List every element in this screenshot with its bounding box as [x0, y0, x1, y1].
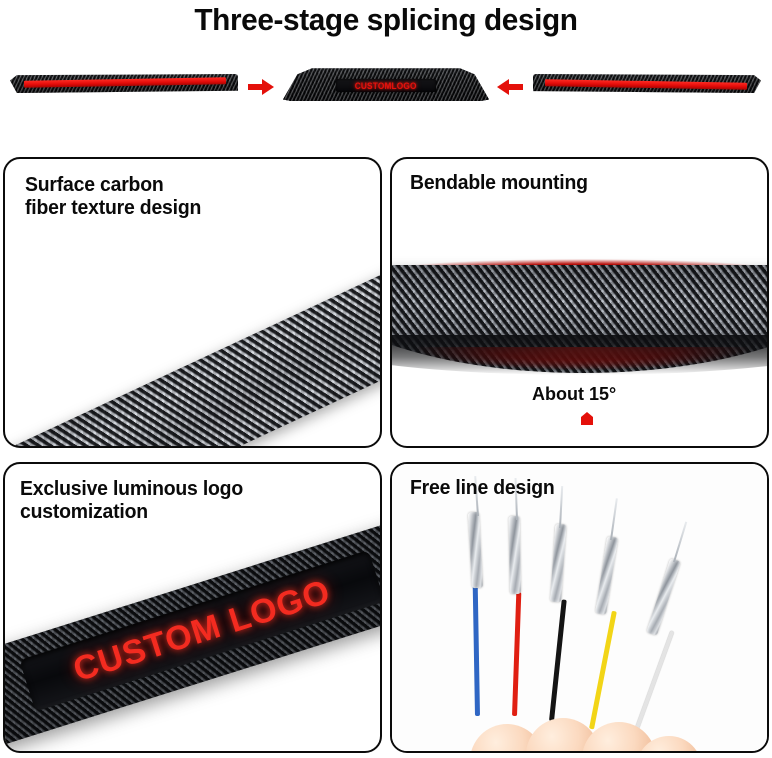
- bent-bar-image: [392, 159, 767, 446]
- wires-image: [392, 464, 767, 751]
- logo-display-window: CUSTOM LOGO: [19, 550, 380, 712]
- wire-yellow-pin: [610, 498, 618, 541]
- panel-free-line-design: Free line design: [390, 462, 769, 753]
- wire-white-pin: [673, 521, 688, 563]
- finger: [636, 736, 702, 751]
- center-module-body: [283, 68, 489, 101]
- wire-black-terminal: [550, 523, 567, 603]
- page-title: Three-stage splicing design: [194, 2, 578, 37]
- wire-red-terminal: [508, 515, 521, 595]
- custom-logo-text: CUSTOM LOGO: [68, 572, 335, 689]
- wire-red-pin: [514, 477, 518, 521]
- left-arrow-icon: [497, 79, 523, 95]
- wire-black-pin: [559, 486, 564, 529]
- splice-diagram: CUSTOMLOGO: [0, 58, 772, 114]
- bend-angle-callout: About 15°: [532, 384, 617, 404]
- right-arrow-icon: [248, 79, 274, 95]
- splice-left-strip: [10, 74, 238, 93]
- wire-blue-terminal: [468, 511, 483, 589]
- center-logo-window: CUSTOMLOGO: [336, 79, 436, 92]
- header-section: Three-stage splicing design CUSTOMLOGO: [0, 0, 772, 132]
- logo-bar-image: CUSTOM LOGO: [5, 464, 380, 751]
- logo-bar-weave: CUSTOM LOGO: [5, 509, 380, 751]
- bent-bar-shadow: [392, 335, 767, 375]
- panel-luminous-logo: CUSTOM LOGO Exclusive luminous logo cust…: [3, 462, 382, 753]
- wire-yellow-terminal: [595, 536, 619, 615]
- carbon-fiber-bar-image: [5, 207, 380, 446]
- bend-angle-marker-icon: [581, 412, 593, 425]
- wire-blue-pin: [474, 476, 479, 517]
- carbon-bar-weave: [5, 243, 380, 446]
- wire-white-terminal: [646, 558, 681, 636]
- hand-holding-wires: [470, 692, 730, 751]
- panel-bendable-mounting: About 15° Bendable mounting: [390, 157, 769, 448]
- splice-right-strip: [533, 74, 761, 93]
- panel-surface-carbon-fiber: Surface carbon fiber texture design: [3, 157, 382, 448]
- splice-center-module: CUSTOMLOGO: [283, 63, 489, 101]
- center-logo-text: CUSTOMLOGO: [355, 80, 417, 91]
